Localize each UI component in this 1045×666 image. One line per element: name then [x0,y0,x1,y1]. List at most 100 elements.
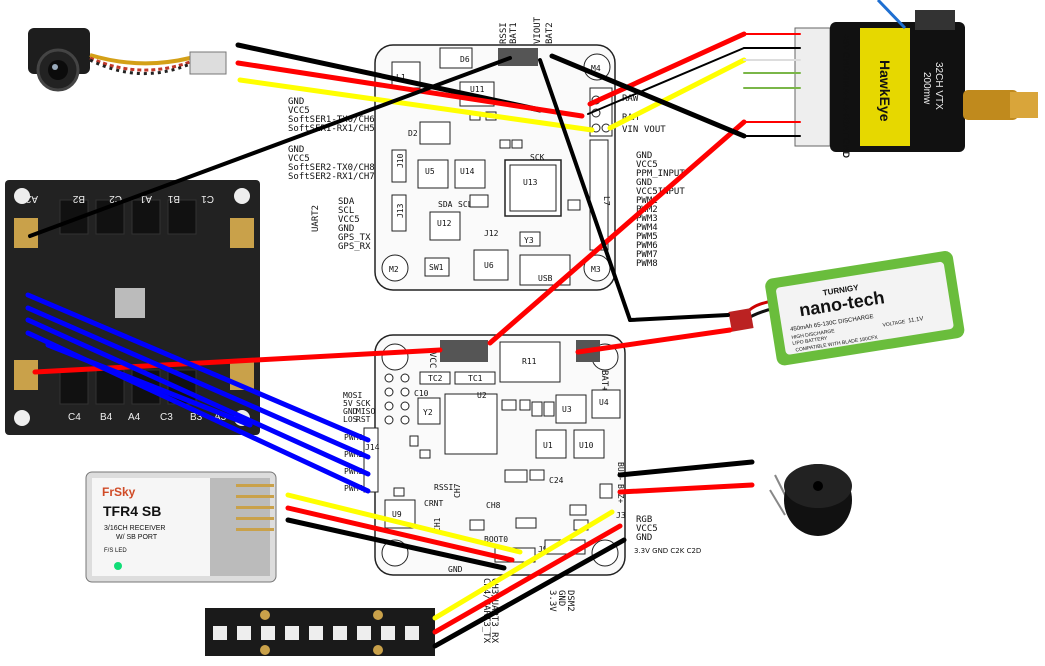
bottom-pwm-labels: PWM1 PWM2 PWM3 PWM4 [344,433,363,493]
m3-label: M3 [591,265,601,274]
tr-pwm4: PWM4 [636,223,658,233]
bl-los: LOS [343,415,358,424]
vtx-pin-batt: BATT [841,118,851,142]
header-pin-labels: RSSI BAT1 VIOUT BAT2 [499,16,555,44]
top-left-pin-group-1: GND VCC5 SoftSER1-TX0/CH6 SoftSER1-RX1/C… [288,97,375,134]
receiver-led: F/S LED [104,548,127,554]
bl-sck: SCK [356,399,371,408]
l7-label: L7 [602,196,611,206]
crnt-label: CRNT [424,499,443,508]
y3-label: Y3 [524,236,534,245]
pwm3-label: PWM3 [344,467,363,476]
bl-gnd: GND [343,407,358,416]
vout-label: VOUT [644,125,666,135]
uart2-gps-rx: GPS_RX [338,242,371,252]
uart2-pin-group: UART2 SDA SCL VCC5 GND GPS_TX GPS_RX [311,197,371,252]
tl1-gnd: GND [288,97,304,107]
u10-label: U10 [579,441,594,450]
rgb-pin-labels: RGB VCC5 GND 3.3V GND C2K C2D [634,515,701,555]
ch8-label: CH8 [486,501,501,510]
tr-pwm6: PWM6 [636,241,658,251]
tl2-gnd: GND [288,145,304,155]
tc1-label: TC1 [468,374,483,383]
uart2-label: UART2 [311,205,321,232]
u13-label: U13 [523,178,538,187]
tr-gnd2: GND [636,178,652,188]
rssi-bottom-label: RSSI [434,483,453,492]
tl1-softser1-tx: SoftSER1-TX0/CH6 [288,115,375,125]
esc-b4: B4 [100,412,113,423]
vcc-label: VCC [427,352,437,368]
ch1-label: CH1 [433,517,442,532]
rgb-label: RGB [636,515,652,525]
uart2-gnd: GND [338,224,354,234]
u2-label: U2 [477,391,487,400]
quad-esc: A2 B2 C2 A1 B1 C1 C4 B4 A4 C3 B3 A3 [5,180,260,435]
sda-label: SDA [438,200,453,209]
battery-lipo: LIPO BATTERY [792,335,829,347]
boot0-label: BOOT0 [484,535,508,544]
tl2-vcc5: VCC5 [288,154,310,164]
esc-b3: B3 [190,412,203,423]
l1-label: L1 [396,73,406,82]
dsm2-labels: DSM2 GND 3.3V [547,590,575,612]
tr-pwm2: PWM2 [636,205,658,215]
tl1-vcc5: VCC5 [288,106,310,116]
pin-rssi: RSSI [499,22,509,44]
vtx-pin-gnd2: GND [841,138,851,159]
vtx-brand: HawkEye [877,60,893,122]
tc2-label: TC2 [428,374,443,383]
sck-label: SCK [530,153,545,162]
frsky-receiver: FrSky TFR4 SB 3/16CH RECEIVER W/ SB PORT… [85,471,277,583]
tr-vcc5: VCC5 [636,160,658,170]
buz-minus: BUZ- [616,462,625,481]
tr-pwm3: PWM3 [636,214,658,224]
tr-gnd1: GND [636,151,652,161]
uart2-sda: SDA [338,197,355,207]
uart2-vcc5: VCC5 [338,215,360,225]
dsm2-gnd: GND [556,590,566,606]
u6-label: U6 [484,261,494,270]
bl-rst: RST [356,415,371,424]
u12-label: U12 [437,219,452,228]
top-flight-controller: M2 M3 M4 RSSI BAT1 VIOUT BAT2 L1 D6 U11 … [374,16,666,291]
bottom-left-pin-group: MOSI 5V GND LOS SCK MISO RST [343,391,375,424]
gnd-bottom-label: GND [448,565,463,574]
esc-b2: B2 [72,193,85,204]
d6-label: D6 [460,55,470,64]
esc-b1: B1 [167,193,180,204]
esc-c3: C3 [160,412,173,423]
c10-label: C10 [414,389,429,398]
ch4-uart3-tx: CH4/UART3_TX [481,578,491,644]
tl2-softser2-tx: SoftSER2-TX0/CH8 [288,163,375,173]
buzzer [769,464,852,536]
m4-label: M4 [591,64,601,73]
lipo-battery: TURNIGY nano-tech 450mAh 65-130C DISCHAR… [728,251,965,366]
receiver-brand: FrSky [102,485,136,499]
esc-a3: A3 [214,412,227,423]
wires [25,31,801,649]
pin-viout: VIOUT [533,16,543,44]
vtx-pin-5v: +5V [841,34,851,50]
m2-label: M2 [389,265,399,274]
y2-label: Y2 [423,408,433,417]
j9-label: J9 [538,545,548,554]
j12-label: J12 [484,229,499,238]
usb-label: USB [538,274,553,283]
tr-pwm7: PWM7 [636,250,658,260]
vtx-pin-ar: A-R [841,104,851,120]
u4-label: U4 [599,398,609,407]
dsm2-label: DSM2 [565,590,575,612]
pwm1-label: PWM1 [344,433,363,442]
pwm4-label: PWM4 [344,484,363,493]
battery-volt: VOLTAGE [882,319,906,329]
tl2-softser2-rx: SoftSER2-RX1/CH7 [288,172,375,182]
rgb-led-strip [205,608,435,656]
vtx-pin-al: A-L [841,88,851,103]
receiver-desc1: 3/16CH RECEIVER [104,525,165,532]
fpv-camera [28,28,227,92]
tr-ppm: PPM_INPUT [636,169,685,179]
bl-miso: MISO [356,407,375,416]
vtx-model: 32CH VTX [933,62,944,110]
